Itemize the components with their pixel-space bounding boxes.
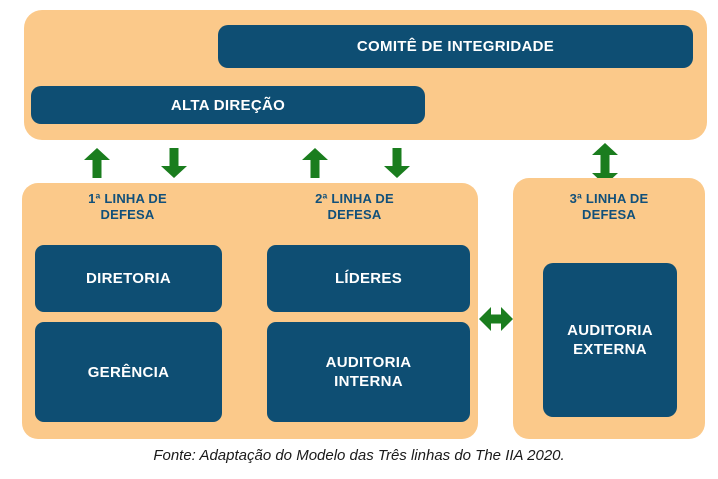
first-line-label: 1ª LINHA DE DEFESA [88,191,167,222]
double-vertical-arrow-icon [592,143,618,185]
down-arrow-icon [384,148,410,178]
source-caption: Fonte: Adaptação do Modelo das Três linh… [153,447,565,464]
up-arrow-icon [302,148,328,178]
up-arrow-icon [84,148,110,178]
gerencia-box: GERÊNCIA [35,322,222,422]
double-horizontal-arrow-icon [479,305,513,333]
diretoria-box: DIRETORIA [35,245,222,312]
second-line-label: 2ª LINHA DE DEFESA [315,191,394,222]
integrity-committee-box: COMITÊ DE INTEGRIDADE [218,25,693,68]
lideres-box: LÍDERES [267,245,470,312]
senior-management-box: ALTA DIREÇÃO [31,86,425,124]
auditoria-interna-box: AUDITORIA INTERNA [267,322,470,422]
auditoria-externa-box: AUDITORIA EXTERNA [543,263,677,417]
third-line-label: 3ª LINHA DE DEFESA [569,191,649,222]
down-arrow-icon [161,148,187,178]
